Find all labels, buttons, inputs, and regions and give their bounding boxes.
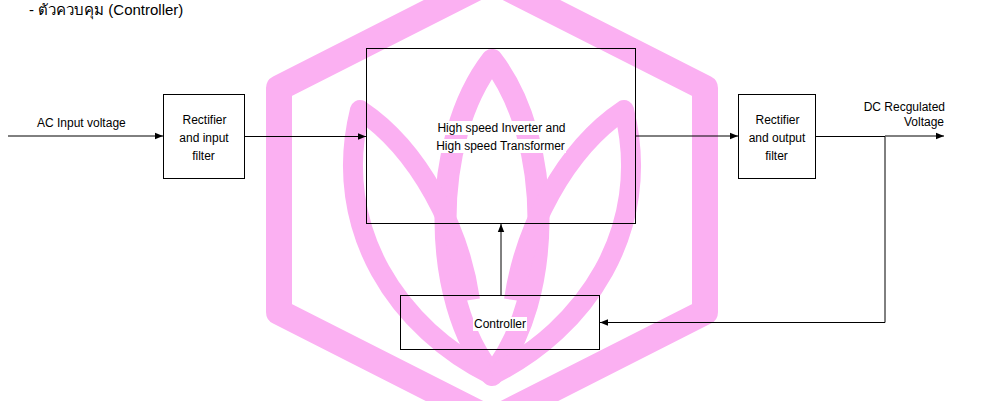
signal-arrow [245,136,366,137]
output-line [885,136,944,137]
section-heading: - ตัวควบคุม (Controller) [28,1,288,19]
rectifier-box: Rectifier and output filter [738,94,816,179]
label-text: DC Recgulated Voltage [863,100,945,129]
input-line [8,136,163,137]
text-holder: High speed Inverter and High speed Trans… [426,118,576,154]
text-holder: Controller [473,314,527,332]
label-text: AC Input voltage [36,116,127,130]
watermark-leaf [446,60,539,375]
text-holder: Rectifier and output filter [746,110,808,164]
inverter-box: High speed Inverter and High speed Trans… [366,48,636,224]
signal-arrow [636,136,738,137]
box-text: Rectifier and input filter [179,113,228,163]
signal-label: AC Input voltage [36,116,156,131]
controller-box: Controller [400,295,600,350]
signal-label: DC Recgulated Voltage [845,100,945,130]
rectifier-box: Rectifier and input filter [163,94,245,179]
box-text: Controller [473,317,527,331]
watermark-hexagon [279,0,705,401]
signal-arrow [501,224,502,295]
label-text: - ตัวควบคุม (Controller) [28,1,184,18]
box-text: High speed Inverter and High speed Trans… [436,121,566,153]
text-holder: Rectifier and input filter [173,110,235,164]
box-text: Rectifier and output filter [749,113,806,163]
signal-arrow [600,137,885,323]
